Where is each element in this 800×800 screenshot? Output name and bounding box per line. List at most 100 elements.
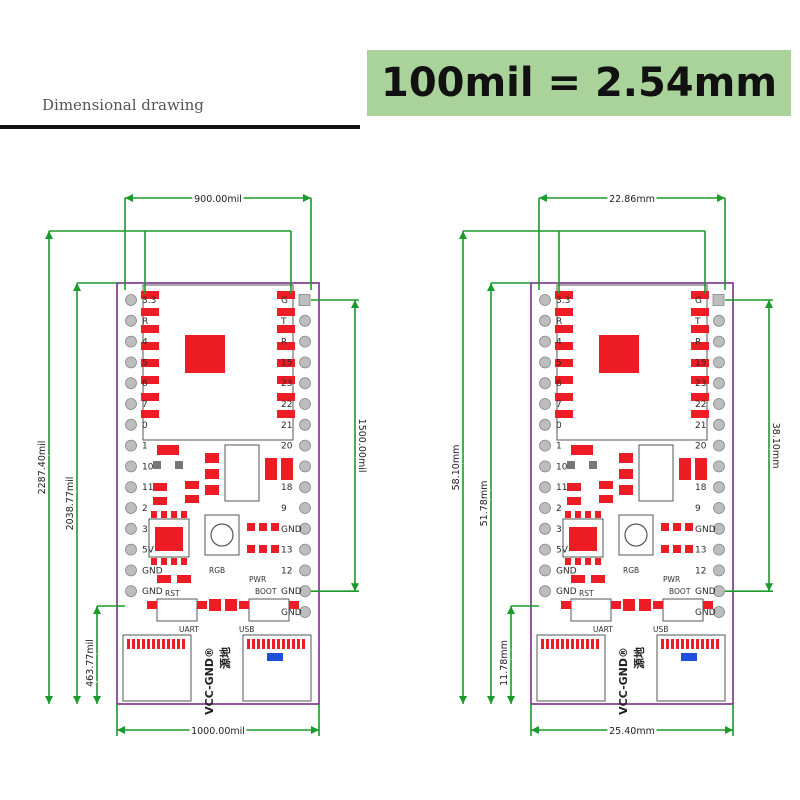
dimension-arrowhead <box>45 696 53 704</box>
blue-led <box>267 653 283 661</box>
pin-label-left: 7 <box>142 400 148 410</box>
pin-label-right: GND <box>281 608 302 618</box>
usb-contact <box>147 639 150 649</box>
module-pad-left <box>555 342 573 350</box>
dimension-arrowhead <box>531 726 539 734</box>
usb-contact <box>546 639 549 649</box>
module-pad-right <box>277 308 295 316</box>
pin-label-right: 9 <box>281 504 287 514</box>
dimension-arrowhead <box>117 726 125 734</box>
pin-label-right: 18 <box>281 483 293 493</box>
dimension-arrowhead <box>351 583 359 592</box>
usb-connector-usb <box>242 634 312 702</box>
resistor-pad <box>185 481 199 489</box>
pin-label-right: T <box>280 317 287 327</box>
header-pin-left <box>539 377 551 390</box>
header-pin-right <box>713 481 725 494</box>
pin-label-right: 9 <box>695 504 701 514</box>
header-pin-right <box>713 314 725 327</box>
module-pad-left <box>555 308 573 316</box>
diode-pad <box>265 458 277 480</box>
pin-label-right: 21 <box>695 421 706 431</box>
header-pin-right <box>713 356 725 369</box>
header-pin-right <box>713 439 725 452</box>
header-pin-left <box>125 335 137 348</box>
resistor-pad <box>567 483 581 491</box>
reset-button <box>156 598 198 622</box>
module-pad-left <box>555 376 573 384</box>
pin-label-right: GND <box>695 525 716 535</box>
button-pad <box>611 601 621 609</box>
pin-label-left: R <box>556 317 562 327</box>
header-pin-left <box>125 522 137 535</box>
usb-contact <box>596 639 599 649</box>
usb-contact <box>591 639 594 649</box>
chip-pin-pad <box>595 511 601 518</box>
module-pad-right <box>691 410 709 418</box>
resistor-pad <box>185 495 199 503</box>
usb-contact <box>686 639 689 649</box>
conversion-banner: 100mil = 2.54mm <box>367 50 791 116</box>
brand-label-cn: 源地 <box>632 647 646 669</box>
dim-label-inner-height: 51.78mm <box>479 481 490 527</box>
module-pad-left <box>141 342 159 350</box>
dim-label-bottom-width: 1000.00mil <box>191 726 245 737</box>
pin-label-right: 13 <box>281 546 292 556</box>
module-pad-right <box>277 393 295 401</box>
module-pad-right <box>277 410 295 418</box>
silk-usb: USB <box>239 625 254 634</box>
silk-uart: UART <box>593 625 613 634</box>
resistor-pad <box>571 575 585 583</box>
usb-contact <box>711 639 714 649</box>
pin-label-left: 3 <box>142 525 148 535</box>
dimension-arrowhead <box>73 283 81 291</box>
pin-label-left: 11 <box>556 483 567 493</box>
pin-label-right: 15 <box>281 358 292 368</box>
module-pad-left <box>555 291 573 299</box>
module-pad-right <box>691 393 709 401</box>
page-title: Dimensional drawing <box>42 96 204 114</box>
chip-pin-pad <box>151 558 157 565</box>
module-pad-left <box>141 376 159 384</box>
brand-label: VCC-GND® <box>203 647 216 715</box>
pin-label-left: 0 <box>142 421 148 431</box>
via <box>589 461 597 469</box>
usb-contact <box>127 639 130 649</box>
resistor-pad <box>599 495 613 503</box>
header-pin-right <box>299 585 311 598</box>
pin-label-left: 6 <box>142 379 148 389</box>
header-pin-left <box>539 356 551 369</box>
diode-pad <box>679 458 691 480</box>
dim-label-right-span: 1500.00mil <box>356 419 367 473</box>
rgb-led-outline <box>618 514 654 556</box>
usb-contact <box>267 639 270 649</box>
regulator-outline <box>224 444 260 502</box>
led-pad <box>571 445 593 455</box>
header-pin-left <box>539 335 551 348</box>
resistor-pad <box>177 575 191 583</box>
usb-contact <box>691 639 694 649</box>
usb-contact <box>666 639 669 649</box>
diode-pad <box>281 458 293 480</box>
module-pad-left <box>555 359 573 367</box>
usb-contact <box>172 639 175 649</box>
header-pin-left <box>125 543 137 556</box>
usb-contact <box>177 639 180 649</box>
chip-pin-pad <box>181 558 187 565</box>
board-drawing-mil: 3.3R4567011011235VGNDGNDGTR1523222120191… <box>35 192 370 740</box>
usb-contact <box>277 639 280 649</box>
pin-label-left: 11 <box>142 483 153 493</box>
usb-contact <box>152 639 155 649</box>
header-pin-right <box>299 398 311 410</box>
dim-label-inner-height: 2038.77mil <box>65 477 76 531</box>
chip-pin-pad <box>151 511 157 518</box>
usb-contact <box>292 639 295 649</box>
usb-contact <box>257 639 260 649</box>
header-pin-right <box>299 606 311 618</box>
header-pin-right <box>299 418 311 431</box>
usb-contact <box>566 639 569 649</box>
pin-label-right: R <box>281 338 287 348</box>
pin-label-left: 10 <box>556 462 568 472</box>
board-drawing-mm: 3.3R4567011011235VGNDGNDGTR1523222120191… <box>449 192 784 740</box>
silk-boot: BOOT <box>255 587 277 596</box>
